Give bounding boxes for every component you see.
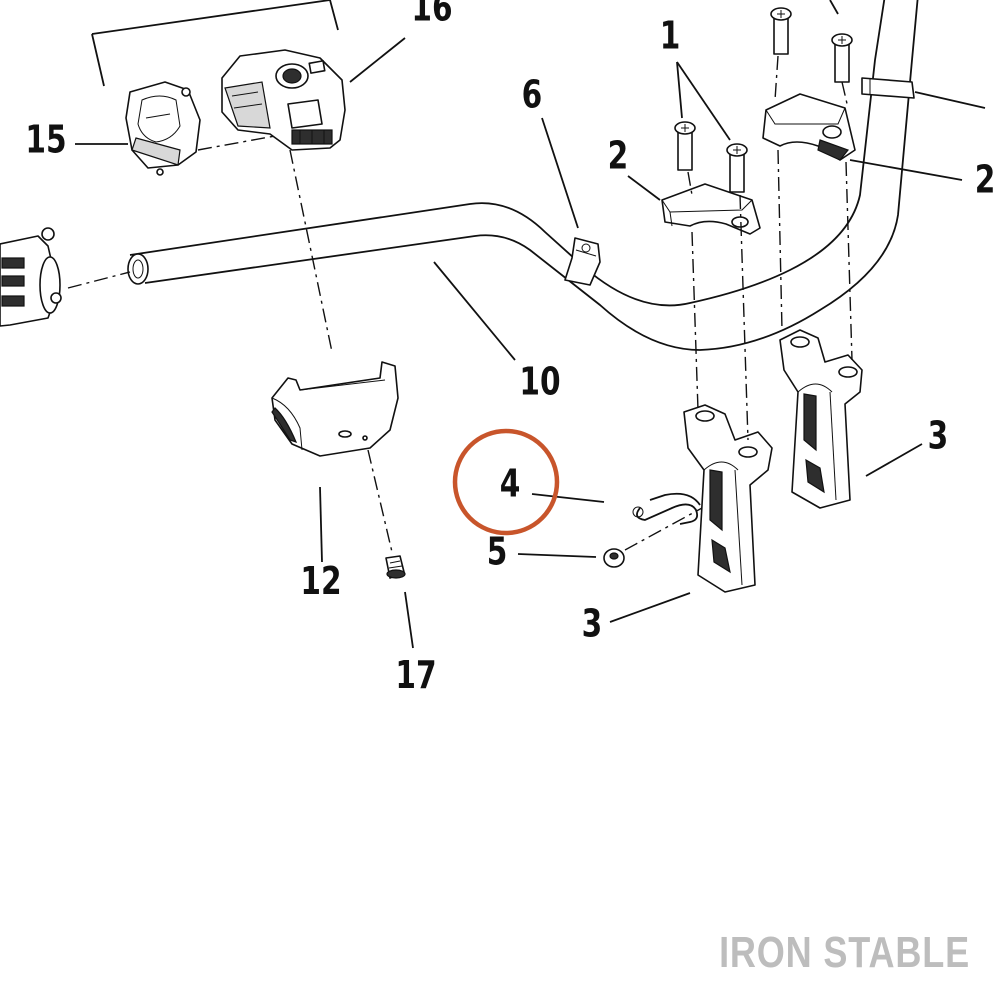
switch-housing-part xyxy=(221,49,346,151)
callout-15: 15 xyxy=(25,118,66,163)
screw-5-part xyxy=(603,548,625,568)
callout-4: 4 xyxy=(500,462,521,507)
spring-clip-part xyxy=(632,492,701,525)
screw-axis-line xyxy=(367,449,393,553)
clip-axis-line xyxy=(624,507,703,551)
callout-10: 10 xyxy=(519,360,560,405)
lower-housing-part xyxy=(271,361,399,457)
callout-2-rear: 2 xyxy=(975,158,996,203)
grip-axis-line xyxy=(67,271,131,289)
riser-front-part xyxy=(683,404,773,593)
callout-16: 16 xyxy=(411,0,452,30)
screw-17-part xyxy=(385,555,406,579)
clamp-cap-front xyxy=(661,183,761,235)
callout-3-rear: 3 xyxy=(928,414,949,459)
riser-rear-part xyxy=(779,329,863,509)
callout-6: 6 xyxy=(522,73,543,118)
highlight-circle xyxy=(452,428,560,536)
bar-clip-part xyxy=(564,237,601,286)
grip-part xyxy=(0,227,62,327)
leader-lines xyxy=(75,0,986,649)
bar-band-clamp xyxy=(861,77,915,99)
callout-1: 1 xyxy=(660,14,681,59)
callout-5: 5 xyxy=(487,530,508,575)
housing-axis-line xyxy=(197,135,276,151)
callout-17: 17 xyxy=(395,654,436,699)
housing-vertical-axis xyxy=(289,149,333,353)
callout-12: 12 xyxy=(300,560,341,605)
bolt-pair-front xyxy=(674,121,748,193)
assembly-axis-lines xyxy=(687,55,853,441)
watermark-logo: IRON STABLE xyxy=(719,928,970,977)
switch-housing-inner-part xyxy=(125,81,201,176)
callout-3-front: 3 xyxy=(582,602,603,647)
callout-2-front: 2 xyxy=(608,134,629,179)
clamp-cap-rear xyxy=(762,93,856,161)
bolt-pair-rear xyxy=(770,7,853,83)
handlebar-part xyxy=(127,0,919,351)
